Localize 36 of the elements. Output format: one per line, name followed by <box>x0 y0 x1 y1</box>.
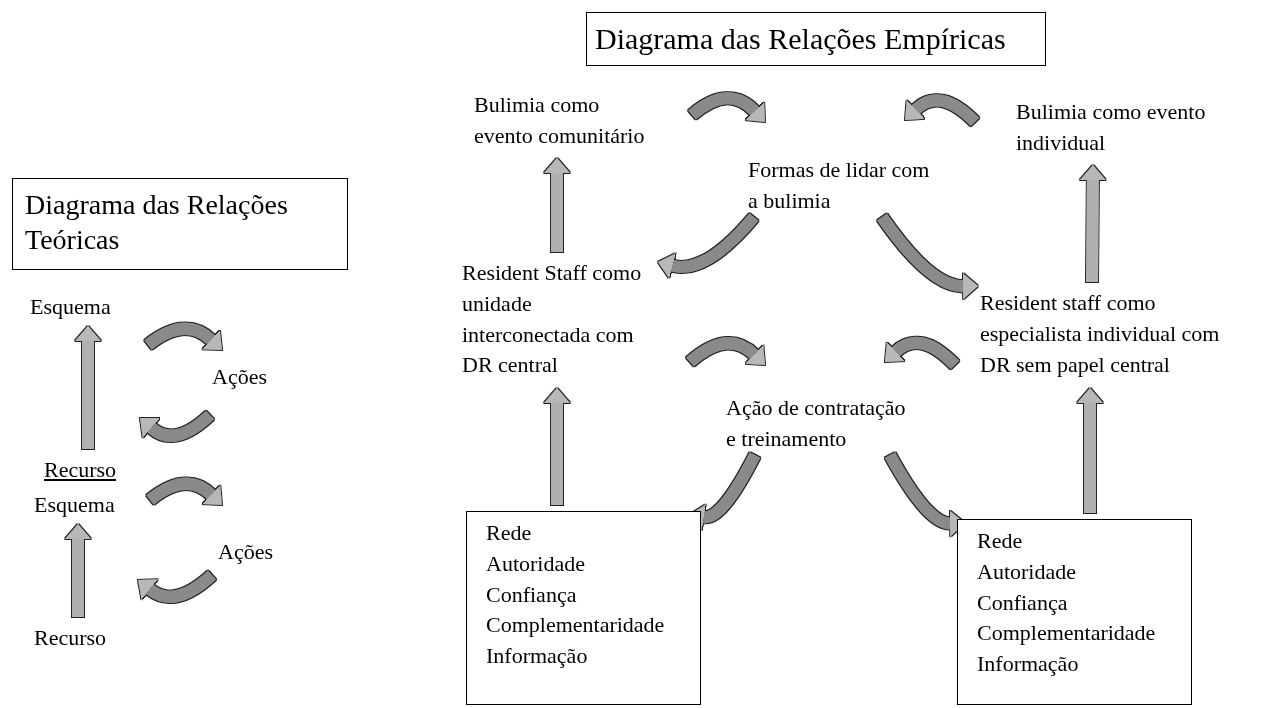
arrow <box>1079 165 1106 283</box>
node-label: Recurso <box>44 455 132 483</box>
box-title: Diagrama das Relações Teóricas <box>25 188 289 257</box>
list-item: Informação <box>486 642 589 671</box>
node-label: Bulimia como evento individual <box>1016 97 1248 159</box>
node-label: Ação de contratação e treinamento <box>726 393 911 455</box>
curved-arrow <box>657 213 759 279</box>
list-item: Autoridade <box>977 557 1077 586</box>
node-label: Ações <box>218 537 288 565</box>
list-item: Informação <box>977 650 1080 679</box>
arrow <box>75 326 101 449</box>
list-box <box>466 511 701 705</box>
list-item: Confiança <box>977 588 1069 617</box>
curved-arrow <box>877 213 978 300</box>
list-item: Confiança <box>486 580 578 609</box>
node-label: Recurso <box>34 623 124 651</box>
node-label: Bulimia como evento comunitário <box>474 90 656 152</box>
node-label: Ações <box>212 362 282 390</box>
node-label: Esquema <box>34 490 134 518</box>
list-box <box>957 519 1192 705</box>
list-item: Rede <box>486 519 533 547</box>
box-title: Diagrama das Relações Empíricas <box>595 21 1007 57</box>
arrow <box>544 158 570 252</box>
list-item: Complementaridade <box>977 619 1157 648</box>
title-box <box>12 178 348 270</box>
node-label: Formas de lidar com a bulimia <box>748 155 938 219</box>
node-label: Resident staff como especialista individual com DR sem papel central <box>980 288 1220 382</box>
arrow <box>544 388 570 505</box>
list-item: Complementaridade <box>486 611 666 640</box>
list-item: Autoridade <box>486 549 586 578</box>
title-box <box>586 12 1046 66</box>
arrow <box>1077 388 1103 513</box>
node-label: Esquema <box>30 292 130 320</box>
arrow <box>65 524 91 617</box>
list-item: Rede <box>977 527 1024 555</box>
node-label: Resident Staff como unidade interconectada com DR central <box>462 258 662 382</box>
